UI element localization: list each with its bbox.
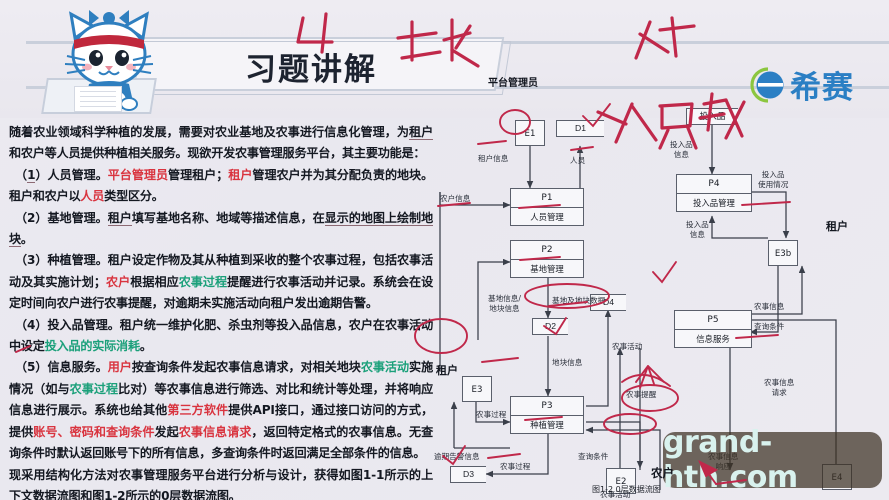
store-d2[interactable]: D2 xyxy=(532,318,568,335)
paragraph-1: （1）人员管理。平台管理员管理租户；租户管理农户并为其分配负责的地块。租户和农户… xyxy=(9,167,433,204)
flow-label-plot-info: 地块信息 xyxy=(552,358,583,367)
paragraph-2: （2）基地管理。租户填写基地名称、地域等描述信息，在显示的地图上绘制地块。 xyxy=(9,210,433,248)
flow-label-farmer-info: 农户信息 xyxy=(440,194,471,203)
process-p2[interactable]: P2 基地管理 xyxy=(510,240,584,278)
store-touruping[interactable]: 投入品 xyxy=(686,108,738,125)
process-p5[interactable]: P5 信息服务 xyxy=(674,310,752,348)
flow-label-farm-info-req: 农事信息 请求 xyxy=(764,378,795,397)
flow-label-personnel: 人员 xyxy=(570,156,586,165)
flow-label-farmwork-proc: 农事过程 xyxy=(476,410,507,419)
flow-label-farmwork-remind: 农事提醒 xyxy=(626,390,657,399)
process-p2-name: 基地管理 xyxy=(530,264,564,274)
process-p3-name: 种植管理 xyxy=(530,420,564,430)
header-banner: 习题讲解 xyxy=(0,0,889,118)
flow-label-farmwork-proc2: 农事过程 xyxy=(500,462,531,471)
flow-label-tenant-info: 租户信息 xyxy=(478,154,509,163)
paragraph-3: （3）种植管理。租户设定作物及其从种植到采收的整个农事过程，包括农事活动及其实施… xyxy=(9,253,433,311)
entity-e3-right[interactable]: E3b xyxy=(768,240,798,266)
entity-e2[interactable]: E2 xyxy=(606,468,636,494)
flow-label-farmwork-act2: 农事活动 xyxy=(600,490,631,499)
watermark-text: grand-hth.com xyxy=(663,425,798,495)
flow-label-query-cond: 查询条件 xyxy=(754,322,785,331)
figure-caption: 图1-2 0层数据流图 xyxy=(592,485,661,494)
process-p1-id: P1 xyxy=(511,189,583,208)
process-p5-name: 信息服务 xyxy=(696,334,730,344)
flow-label-base-plot-info: 基地信息/ 地块信息 xyxy=(488,294,521,313)
entity-title-tenant-left: 租户 xyxy=(436,364,458,377)
banner-rule-right-top xyxy=(470,41,889,44)
entity-title-tenant-right: 租户 xyxy=(826,220,848,233)
e-circle-logo-icon xyxy=(750,66,784,103)
flow-label-base-plot-data: 基地及地块数据 xyxy=(552,296,606,305)
process-p4[interactable]: P4 投入品管理 xyxy=(676,174,752,212)
flow-label-farm-info: 农事信息 xyxy=(754,302,785,311)
mascot-paper xyxy=(74,86,122,112)
process-p5-id: P5 xyxy=(675,311,751,330)
process-p4-id: P4 xyxy=(677,175,751,194)
flow-label-overdue-alert: 逾期告警信息 xyxy=(434,452,480,461)
paragraph-intro: 随着农业领域科学种植的发展，需要对农业基地及农事进行信息化管理，为租户和农户等人… xyxy=(9,125,433,161)
logo-text: 希赛 xyxy=(790,70,854,106)
process-p4-name: 投入品管理 xyxy=(693,198,735,208)
flow-label-farmwork-act: 农事活动 xyxy=(612,342,643,351)
xisai-logo: 希赛 xyxy=(748,62,854,107)
process-p2-id: P2 xyxy=(511,241,583,260)
entity-e3-left[interactable]: E3 xyxy=(462,376,492,402)
problem-statement: 随着农业领域科学种植的发展，需要对农业基地及农事进行信息化管理，为租户和农户等人… xyxy=(9,122,433,500)
process-p3[interactable]: P3 种植管理 xyxy=(510,396,584,434)
entity-title-platform-admin: 平台管理员 xyxy=(488,78,538,89)
process-p1-name: 人员管理 xyxy=(530,212,564,222)
entity-e1[interactable]: E1 xyxy=(515,120,545,146)
entity-title-farmer: 农户 xyxy=(651,466,674,480)
banner-rule-right-bottom xyxy=(478,86,889,89)
paragraph-5: （5）信息服务。用户按查询条件发起农事信息请求，对相关地块农事活动实施情况（如与… xyxy=(9,360,433,461)
process-p3-id: P3 xyxy=(511,397,583,416)
paragraph-4: （4）投入品管理。租户统一维护化肥、杀虫剂等投入品信息，农户在农事活动中设定投入… xyxy=(9,317,433,354)
store-d1[interactable]: D1 xyxy=(556,120,604,137)
flow-label-input-info2: 投入品 信息 xyxy=(686,220,709,239)
flow-label-input-usage: 投入品 使用情况 xyxy=(758,170,789,189)
flow-label-input-info: 投入品 信息 xyxy=(670,140,693,159)
site-watermark: grand-hth.com xyxy=(663,425,882,495)
flow-label-query-cond2: 查询条件 xyxy=(578,452,609,461)
paragraph-6: 现采用结构化方法对农事管理服务平台进行分析与设计，获得如图1-1所示的上下文数据… xyxy=(9,467,433,500)
page-title: 习题讲解 xyxy=(245,52,377,88)
store-d3[interactable]: D3 xyxy=(450,466,486,483)
process-p1[interactable]: P1 人员管理 xyxy=(510,188,584,226)
